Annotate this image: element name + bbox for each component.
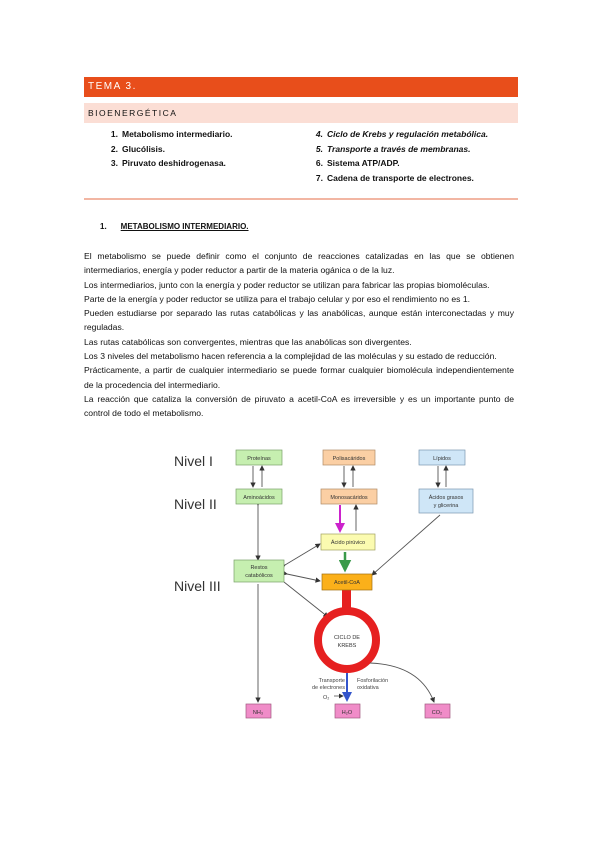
fosforilacion-label-line1: Fosforilación bbox=[357, 678, 388, 684]
topic-header: TEMA 3. bbox=[84, 77, 518, 97]
svg-text:Restos: Restos bbox=[250, 565, 267, 571]
paragraph: Parte de la energía y poder reductor se … bbox=[84, 293, 470, 304]
box-aminoacidos: Aminoácidos bbox=[235, 488, 283, 505]
svg-text:catabólicos: catabólicos bbox=[245, 573, 273, 579]
svg-text:CO₂: CO₂ bbox=[432, 710, 442, 716]
svg-text:Polisacáridos: Polisacáridos bbox=[333, 456, 366, 462]
svg-text:Monosacáridos: Monosacáridos bbox=[330, 495, 368, 501]
toc-item: 5.Transporte a través de membranas. bbox=[315, 143, 471, 154]
transporte-label-line1: Transporte bbox=[319, 678, 345, 684]
box-acidos-grasos: Ácidos grasos y glicerina bbox=[418, 488, 474, 514]
svg-text:Acetil-CoA: Acetil-CoA bbox=[334, 580, 360, 586]
svg-text:Ácidos grasos: Ácidos grasos bbox=[429, 494, 464, 501]
box-acetil-coa: Acetil-CoA bbox=[321, 573, 373, 591]
box-proteinas: Proteínas bbox=[235, 449, 283, 466]
paragraph: Pueden estudiarse por separado las rutas… bbox=[84, 308, 514, 333]
section-divider bbox=[84, 198, 518, 200]
box-restos-catabolicos: Restos catabólicos bbox=[233, 559, 285, 583]
svg-text:Aminoácidos: Aminoácidos bbox=[243, 495, 275, 501]
box-lipidos: Lípidos bbox=[418, 449, 466, 466]
toc-item: 7.Cadena de transporte de electrones. bbox=[315, 172, 474, 183]
box-h2o: H₂O bbox=[334, 703, 361, 719]
level-2-label: Nivel II bbox=[174, 496, 217, 512]
paragraph: Los 3 niveles del metabolismo hacen refe… bbox=[84, 351, 497, 362]
paragraph: Las rutas catabólicas son convergentes, … bbox=[84, 336, 412, 347]
krebs-label-line2: KREBS bbox=[338, 643, 357, 649]
toc-item: 1.Metabolismo intermediario. bbox=[110, 129, 233, 139]
toc-item: 2.Glucólisis. bbox=[110, 143, 165, 154]
toc-item: 4.Ciclo de Krebs y regulación metabólica… bbox=[315, 129, 489, 139]
toc-right-column: 4.Ciclo de Krebs y regulación metabólica… bbox=[305, 127, 488, 185]
o2-label: O₂ bbox=[323, 695, 329, 701]
box-nh3: NH₃ bbox=[245, 703, 272, 719]
paragraph: Prácticamente, a partir de cualquier int… bbox=[84, 365, 514, 390]
paragraph: La reacción que cataliza la conversión d… bbox=[84, 393, 514, 419]
krebs-label-line1: CICLO DE bbox=[334, 635, 360, 641]
box-co2: CO₂ bbox=[424, 703, 451, 719]
svg-text:NH₃: NH₃ bbox=[253, 710, 263, 716]
transporte-label-line2: de electrones bbox=[312, 685, 345, 691]
toc-item: 6.Sistema ATP/ADP. bbox=[315, 158, 400, 168]
subtopic-header: BIOENERGÉTICA bbox=[84, 103, 518, 123]
fosforilacion-label-line2: oxidativa bbox=[357, 685, 380, 691]
toc-left-column: 1.Metabolismo intermediario. 2.Glucólisi… bbox=[100, 127, 233, 171]
svg-text:Proteínas: Proteínas bbox=[247, 456, 271, 462]
level-3-label: Nivel III bbox=[174, 578, 221, 594]
svg-text:H₂O: H₂O bbox=[342, 710, 353, 716]
box-monosacaridos: Monosacáridos bbox=[320, 488, 378, 505]
paragraph: El metabolismo se puede definir como el … bbox=[84, 251, 514, 276]
body-text: El metabolismo se puede definir como el … bbox=[84, 249, 514, 421]
level-1-label: Nivel I bbox=[174, 453, 213, 469]
toc-item: 3.Piruvato deshidrogenasa. bbox=[110, 158, 226, 168]
svg-text:y glicerina: y glicerina bbox=[434, 503, 460, 509]
box-polisacaridos: Polisacáridos bbox=[322, 449, 376, 466]
box-acido-piruvico: Ácido pirúvico bbox=[320, 533, 376, 551]
svg-text:Ácido pirúvico: Ácido pirúvico bbox=[331, 539, 365, 546]
svg-text:Lípidos: Lípidos bbox=[433, 456, 451, 462]
paragraph: Los intermediarios, junto con la energía… bbox=[84, 279, 490, 290]
section-heading: 1.METABOLISMO INTERMEDIARIO. bbox=[100, 222, 249, 231]
